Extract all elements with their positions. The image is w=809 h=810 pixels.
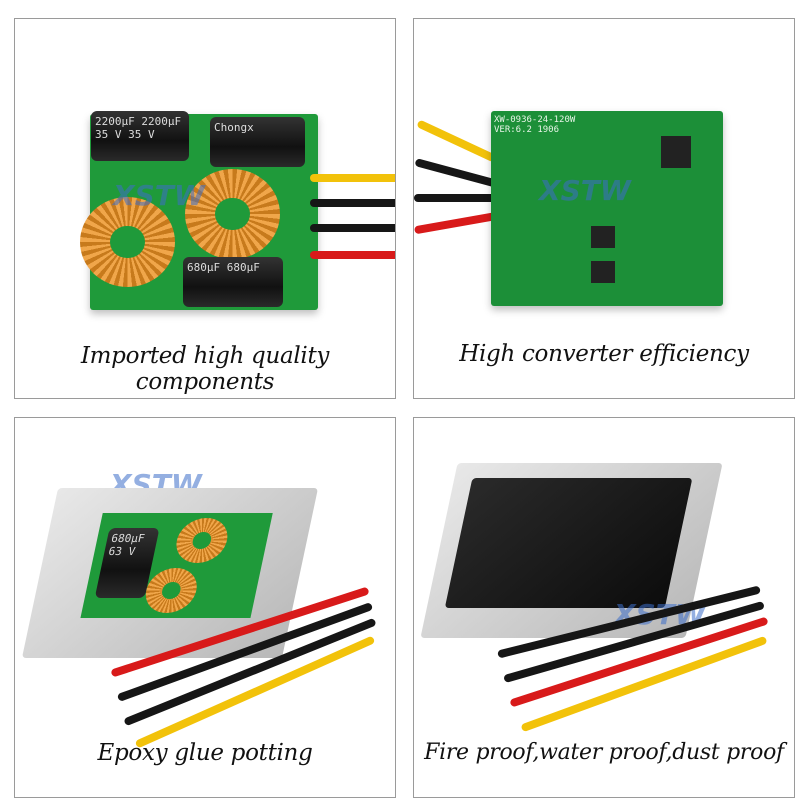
pcb-board-image: XW-0936-24-120W VER:6.2 1906 — [491, 111, 723, 306]
inductor-coil — [80, 197, 175, 287]
wire — [310, 199, 395, 207]
logo-watermark: XSTW — [113, 179, 205, 212]
wire — [310, 224, 395, 232]
wire — [414, 211, 500, 235]
capacitor: 680µF 680µF — [183, 257, 283, 307]
caption: Imported high quality components — [80, 343, 330, 395]
logo-watermark: XSTW — [539, 174, 631, 207]
caption: Epoxy glue potting — [97, 740, 313, 766]
panel-protection: XSTW Fire proof,water proof,dust proof — [413, 417, 795, 798]
wire — [416, 119, 497, 163]
panel-efficiency: XW-0936-24-120W VER:6.2 1906 XSTW High c… — [413, 18, 795, 399]
sealed-top — [444, 478, 693, 608]
caption: Fire proof,water proof,dust proof — [424, 740, 784, 765]
wire — [414, 194, 499, 202]
chip — [591, 261, 615, 283]
wire — [310, 174, 395, 182]
wire — [310, 251, 395, 259]
wire — [414, 158, 499, 188]
chip — [591, 226, 615, 248]
caption: High converter efficiency — [459, 341, 749, 367]
chip — [661, 136, 691, 168]
inductor-coil — [185, 169, 280, 259]
capacitor: Chongx — [210, 117, 305, 167]
